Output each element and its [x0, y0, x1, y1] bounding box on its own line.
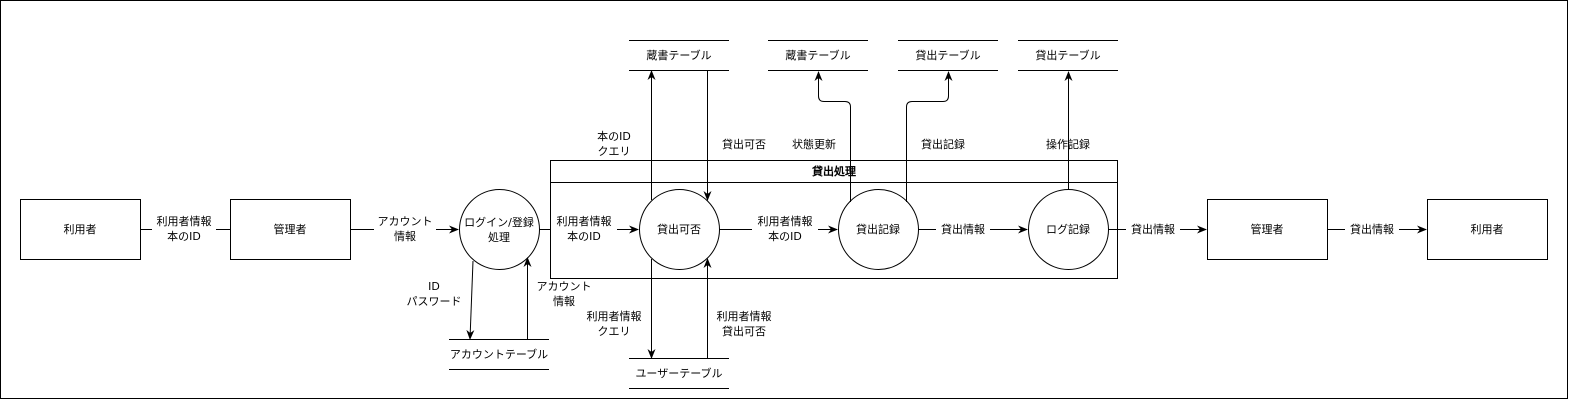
- entity-label: 利用者: [1471, 223, 1504, 236]
- flow-label: 本のID: [567, 229, 601, 243]
- entity-label: 利用者: [64, 223, 97, 236]
- store-lend-table-2: 貸出テーブル: [1018, 40, 1118, 71]
- flow-lend-record-to-books-table: [814, 71, 851, 202]
- flow-label: 状態更新: [792, 137, 836, 151]
- process-log-record: ログ記録: [1028, 189, 1109, 270]
- entity-label: 管理者: [1251, 222, 1284, 236]
- store-label: アカウントテーブル: [450, 347, 548, 361]
- process-lend-record: 貸出記録: [838, 189, 919, 270]
- flow-label: 本のID: [597, 129, 631, 143]
- process-label: 貸出記録: [856, 222, 900, 236]
- flow-label: 利用者情報: [717, 310, 772, 323]
- entity-admin-left: 管理者: [230, 199, 351, 260]
- flow-label: 本のID: [768, 229, 802, 243]
- flow-label: 貸出情報: [1350, 222, 1394, 236]
- process-lend-check: 貸出可否: [639, 189, 720, 270]
- lend-process-frame: 貸出処理: [550, 160, 1118, 279]
- flow-label: 利用者情報: [157, 215, 212, 228]
- flow-label: クエリ: [598, 145, 631, 158]
- flow-label: 情報: [553, 295, 575, 308]
- flow-label: 貸出可否: [722, 137, 766, 151]
- process-login: ログイン/登録 処理: [459, 189, 540, 270]
- flow-label: 利用者情報: [758, 215, 813, 228]
- flow-label: 利用者情報: [587, 310, 642, 323]
- entity-user-left: 利用者: [20, 199, 141, 260]
- frame-title: 貸出処理: [811, 164, 856, 178]
- store-label: 蔵書テーブル: [646, 48, 711, 62]
- flow-label: 操作記録: [1046, 137, 1090, 151]
- flow-lend-record-to-lend-table: [906, 71, 953, 202]
- store-user-table: ユーザーテーブル: [629, 358, 729, 389]
- flow-label: 貸出可否: [722, 324, 766, 338]
- store-books-table-1: 蔵書テーブル: [629, 40, 729, 71]
- store-label: 貸出テーブル: [915, 48, 980, 62]
- store-lend-table-1: 貸出テーブル: [898, 40, 998, 71]
- flow-label: 利用者情報: [557, 215, 612, 228]
- flow-label: アカウント: [537, 280, 592, 293]
- entity-admin-right: 管理者: [1207, 199, 1328, 260]
- flow-label: アカウント: [378, 215, 433, 228]
- flow-label: 貸出記録: [921, 137, 965, 151]
- process-label: ログ記録: [1046, 222, 1090, 236]
- flow-labels: 利用者情報 本のID アカウント 情報 利用者情報 本のID ID パスワード …: [152, 129, 1399, 338]
- flow-label: 情報: [394, 230, 416, 243]
- store-label: ユーザーテーブル: [635, 366, 722, 380]
- flow-label: クエリ: [598, 325, 631, 338]
- flow-label: 本のID: [167, 229, 201, 243]
- flow-label: 貸出情報: [941, 222, 985, 236]
- process-label: 貸出可否: [657, 222, 701, 236]
- entity-label: 管理者: [274, 222, 307, 236]
- store-label: 蔵書テーブル: [785, 48, 850, 62]
- flow-login-to-account-table: [466, 260, 475, 340]
- process-label-line2: 処理: [488, 231, 510, 244]
- store-account-table: アカウントテーブル: [449, 339, 549, 370]
- store-books-table-2: 蔵書テーブル: [768, 40, 868, 71]
- store-label: 貸出テーブル: [1035, 48, 1100, 62]
- process-label-line1: ログイン/登録: [464, 215, 534, 229]
- flow-label: パスワード: [407, 295, 462, 308]
- entity-user-right: 利用者: [1427, 199, 1548, 260]
- flow-label: 貸出情報: [1131, 222, 1175, 236]
- flow-label: ID: [428, 280, 440, 293]
